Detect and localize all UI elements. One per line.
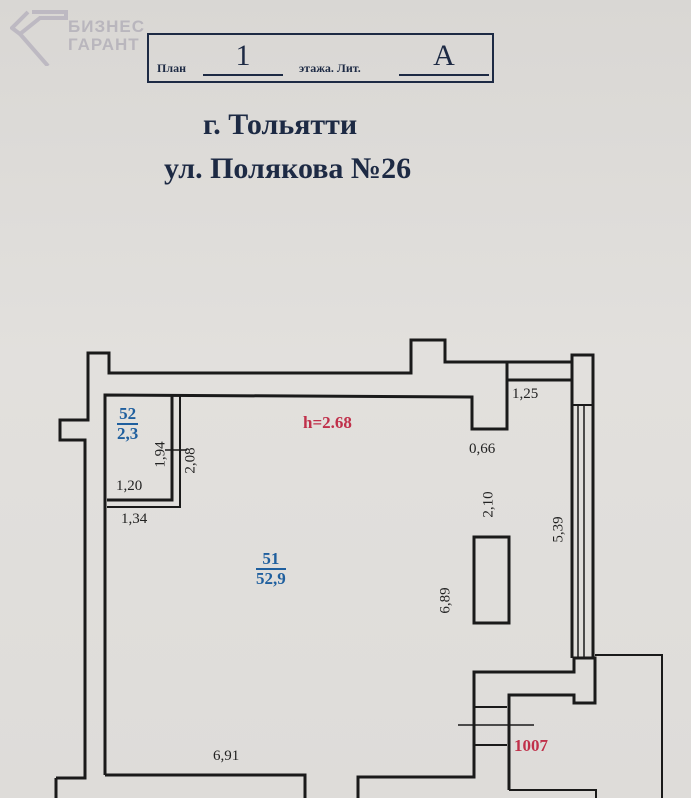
ceiling-height: h=2.68 <box>303 413 352 432</box>
plan-label: План <box>157 61 186 75</box>
dimension-label: 5,39 <box>550 516 567 543</box>
room-number: 51 <box>256 550 286 570</box>
neighbor-room-label: 1007 <box>514 736 548 755</box>
dimension-label: 1,34 <box>121 511 148 527</box>
street: ул. Полякова №26 <box>164 152 412 185</box>
plan-title-box: План 1 этажа. Лит. А <box>147 33 494 83</box>
closet-wall <box>107 395 174 502</box>
floor-label: этажа. Лит. <box>299 61 361 75</box>
city: г. Тольятти <box>203 108 358 141</box>
dimension-label: 6,89 <box>437 587 454 614</box>
dimension-label: 2,08 <box>182 447 199 474</box>
room-51-label: 51 52,9 <box>256 550 286 588</box>
dimension-label: 1,94 <box>152 441 169 468</box>
logo-line1: БИЗНЕС <box>68 17 145 36</box>
dimension-label: 0,66 <box>469 441 496 457</box>
dimension-label: 1,25 <box>512 386 539 402</box>
dimension-label: 2,10 <box>480 491 497 518</box>
outer-wall <box>56 338 595 780</box>
dimension-label: 6,91 <box>213 748 240 764</box>
diamond-logo-icon <box>10 10 68 66</box>
watermark-logo: БИЗНЕС ГАРАНТ <box>10 6 160 66</box>
column <box>472 535 511 625</box>
dimension-label: 1,20 <box>116 478 143 494</box>
logo-line2: ГАРАНТ <box>68 35 140 54</box>
room-number: 52 <box>117 405 139 425</box>
letter-value: А <box>399 38 489 76</box>
room-area: 2,3 <box>117 424 139 443</box>
floor-value: 1 <box>203 38 283 76</box>
room-area: 52,9 <box>256 569 286 588</box>
room-52-label: 52 2,3 <box>117 405 139 443</box>
inner-wall <box>103 362 509 775</box>
